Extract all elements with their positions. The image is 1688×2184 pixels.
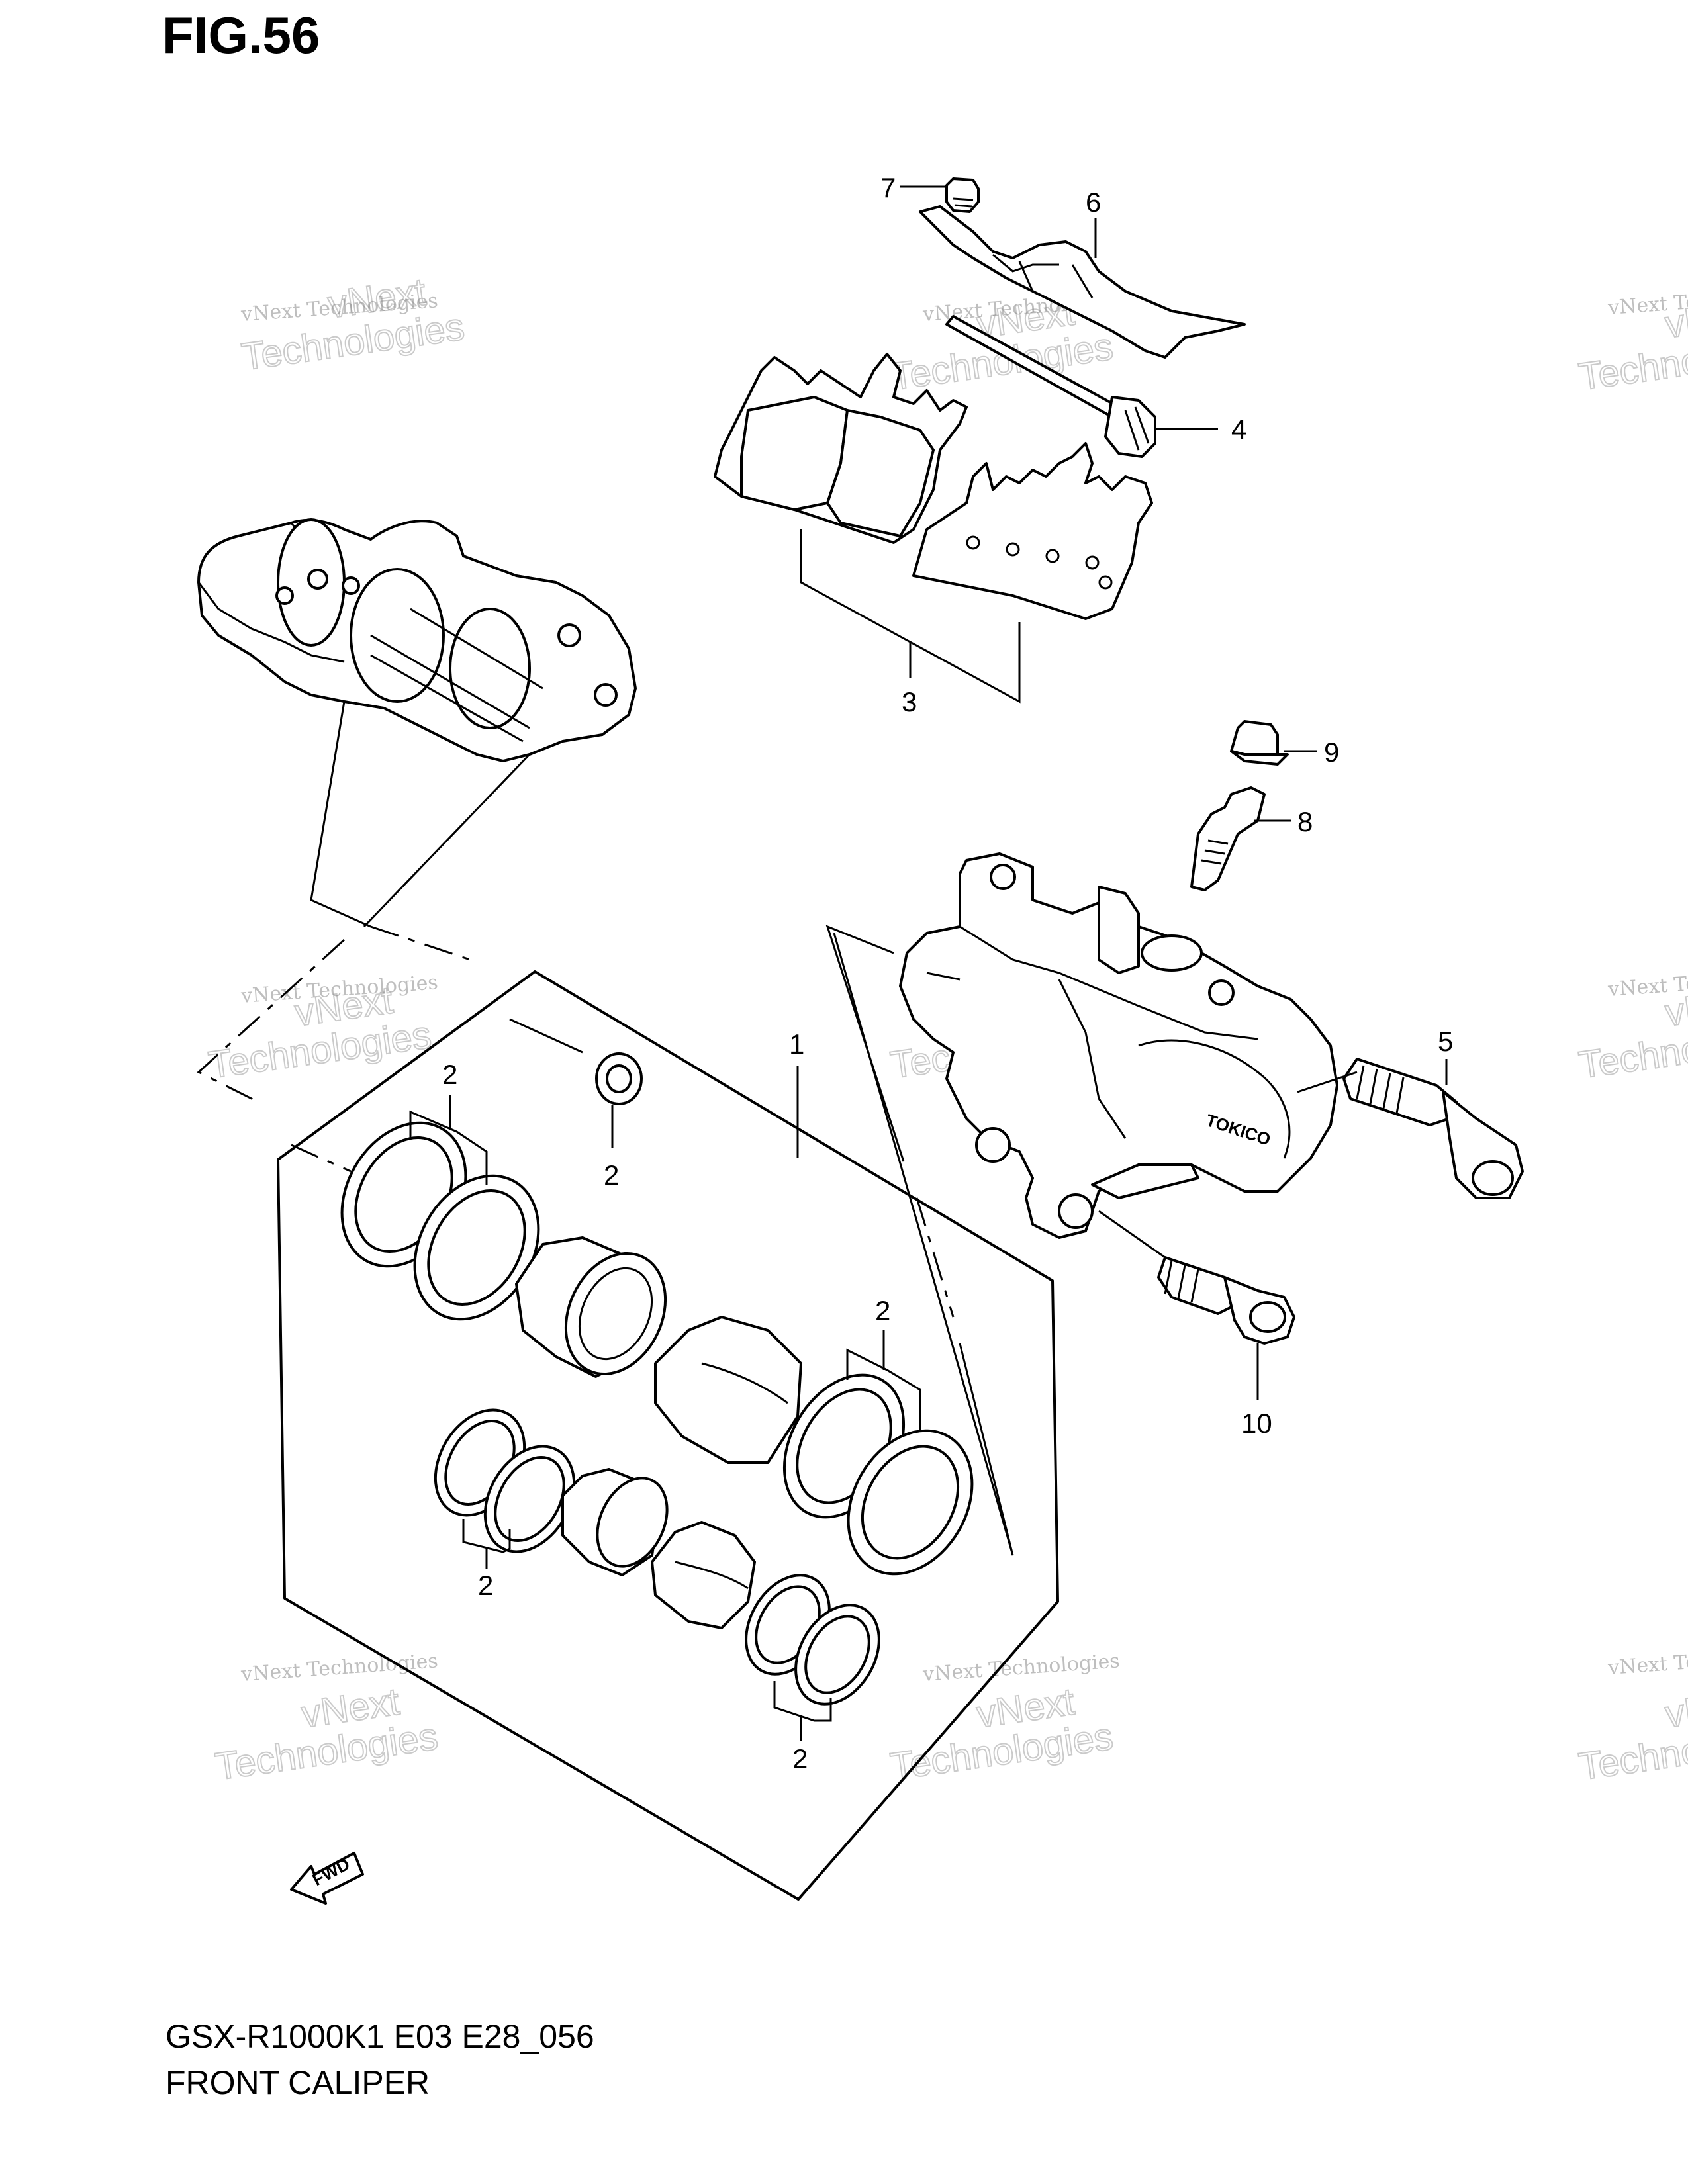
watermark-bottom-center: Technologies vNext	[887, 1679, 1116, 1789]
banjo-hole	[990, 864, 1016, 890]
mount-hole	[594, 683, 618, 707]
banjo-boss	[1098, 886, 1140, 974]
callout-2: 2	[792, 1743, 808, 1774]
piston-small-1	[561, 1468, 669, 1576]
watermark-small-text: vNext Technologies	[1607, 1643, 1688, 1680]
mount-hole-lower	[1058, 1193, 1094, 1229]
watermark-bottom-left: Technologies vNext	[212, 1679, 441, 1789]
callout-10: 10	[1241, 1408, 1272, 1439]
brake-pad-front	[714, 353, 968, 544]
watermark-small-text: vNext Technologies	[921, 1649, 1121, 1686]
caliper-mounting-bolt	[1157, 1256, 1295, 1345]
pad-spring-plate	[919, 205, 1246, 359]
figure-title: FIG.56	[162, 6, 320, 64]
watermark-small-text: vNext Technologies	[1607, 964, 1688, 1001]
piston-large-2	[654, 1316, 802, 1464]
callout-2: 2	[875, 1295, 890, 1326]
callout-5: 5	[1438, 1026, 1453, 1057]
piston-small-2	[651, 1521, 756, 1629]
callout-7: 7	[880, 172, 896, 203]
pad-pin-bolt	[1342, 1058, 1524, 1199]
callout-bracket	[773, 1681, 832, 1722]
pad-hole	[1098, 575, 1113, 590]
model-code: GSX-R1000K1 E03 E28_056	[165, 2018, 594, 2055]
caliper-body-left-half	[197, 518, 637, 762]
kit-outline-box	[277, 970, 1059, 1901]
piston-seal-large-4	[847, 1429, 974, 1576]
callout-1: 1	[789, 1028, 804, 1060]
bleeder-port	[1141, 934, 1203, 972]
watermark-small-text: vNext Technologies	[1607, 283, 1688, 320]
bleed-hole	[307, 569, 328, 590]
bleeder-cap	[1230, 720, 1289, 766]
watermark-small-text: vNext Technologies	[240, 1649, 439, 1686]
bolt-head-socket	[1472, 1160, 1514, 1196]
piston-seal-large-2	[413, 1174, 540, 1321]
callout-2: 2	[442, 1059, 457, 1090]
forward-direction-arrow: FWD	[290, 1852, 364, 1905]
leader-line	[310, 701, 371, 928]
pin-hole	[1208, 979, 1235, 1006]
callout-9: 9	[1324, 737, 1339, 768]
leader-line	[959, 1343, 1014, 1556]
callout-bracket	[846, 1348, 921, 1430]
mount-hole-upper	[975, 1127, 1011, 1163]
leader-line-dashed	[197, 938, 346, 1103]
pad-hole	[1085, 555, 1100, 570]
watermark-big-text: vNext	[1662, 1680, 1688, 1736]
callout-6: 6	[1086, 187, 1101, 218]
brake-pad-rear	[912, 442, 1153, 620]
callout-4: 4	[1231, 414, 1246, 445]
leader-line	[363, 753, 531, 928]
caliper-bridge	[1091, 1163, 1199, 1199]
pad-pin	[945, 315, 1156, 458]
piston-seal-small-4	[794, 1604, 880, 1706]
callout-2: 2	[478, 1570, 493, 1601]
callout-8: 8	[1297, 806, 1313, 837]
leader-line-dashed	[291, 1144, 352, 1173]
callout-2: 2	[604, 1160, 619, 1191]
leader-line-dashed	[370, 925, 471, 961]
caliper-body-right: TOKICO	[899, 852, 1338, 1239]
callout-leader	[1098, 1210, 1166, 1259]
mount-hole	[557, 623, 581, 647]
callout-bracket	[409, 1110, 488, 1185]
bleeder-valve	[1190, 786, 1266, 891]
leader-line	[509, 1018, 583, 1054]
pad-spring-screw	[945, 177, 980, 213]
bolt-head-socket	[1249, 1301, 1286, 1333]
bleed-hole	[342, 576, 360, 595]
callout-bracket	[462, 1519, 511, 1553]
dust-seal-small	[595, 1052, 643, 1105]
section-name: FRONT CALIPER	[165, 2064, 430, 2101]
pad-hole	[1045, 549, 1060, 563]
piston-bore	[350, 568, 445, 703]
watermark-bottom-right: Technologies vNext	[1575, 1679, 1688, 1789]
callout-leader	[1297, 1071, 1358, 1093]
leader-line-dashed	[915, 1197, 955, 1318]
callout-3: 3	[902, 686, 917, 717]
piston-large-1	[515, 1236, 667, 1378]
leader-line	[833, 933, 1014, 1556]
pad-hole	[1006, 542, 1020, 557]
pad-hole	[966, 535, 980, 550]
piston-bore	[449, 608, 531, 729]
bleed-hole	[275, 586, 294, 605]
